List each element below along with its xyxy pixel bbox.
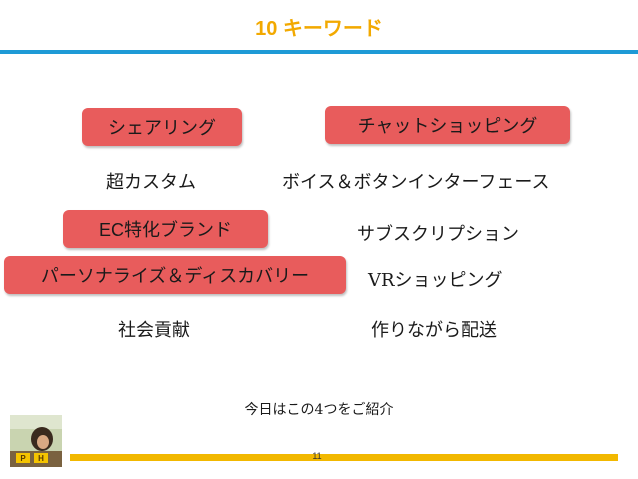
svg-text:H: H bbox=[38, 454, 44, 463]
keyword-chat-shopping-label: チャットショッピング bbox=[357, 116, 538, 137]
keyword-subscription: サブスクリプション bbox=[357, 224, 519, 245]
keyword-delivery: 作りながら配送 bbox=[371, 320, 497, 341]
svg-text:P: P bbox=[20, 454, 26, 463]
keyword-sharing-label: シェアリング bbox=[108, 118, 216, 139]
keyword-vr-shopping: VRショッピング bbox=[368, 270, 503, 291]
keyword-ec-brand-label: EC特化ブランド bbox=[98, 220, 232, 240]
keyword-personalize-highlight: パーソナライズ＆ディスカバリー bbox=[4, 256, 346, 294]
presenter-photo: P H bbox=[10, 415, 62, 467]
slide-note: 今日はこの4つをご紹介 bbox=[244, 402, 394, 418]
keyword-sharing-highlight: シェアリング bbox=[82, 108, 242, 146]
keyword-custom: 超カスタム bbox=[106, 172, 196, 193]
keyword-chat-shopping-highlight: チャットショッピング bbox=[325, 106, 570, 144]
page-number: 11 bbox=[312, 451, 322, 461]
title-divider bbox=[0, 50, 638, 54]
keyword-social: 社会貢献 bbox=[118, 320, 190, 341]
presenter-photo-graphic: P H bbox=[10, 415, 62, 467]
footer-bar bbox=[70, 454, 618, 461]
slide-title: 10 キーワード bbox=[255, 18, 383, 40]
keyword-personalize-label: パーソナライズ＆ディスカバリー bbox=[40, 266, 310, 287]
keyword-ec-brand-highlight: EC特化ブランド bbox=[63, 210, 268, 248]
keyword-voice-button: ボイス＆ボタンインターフェース bbox=[282, 172, 550, 193]
